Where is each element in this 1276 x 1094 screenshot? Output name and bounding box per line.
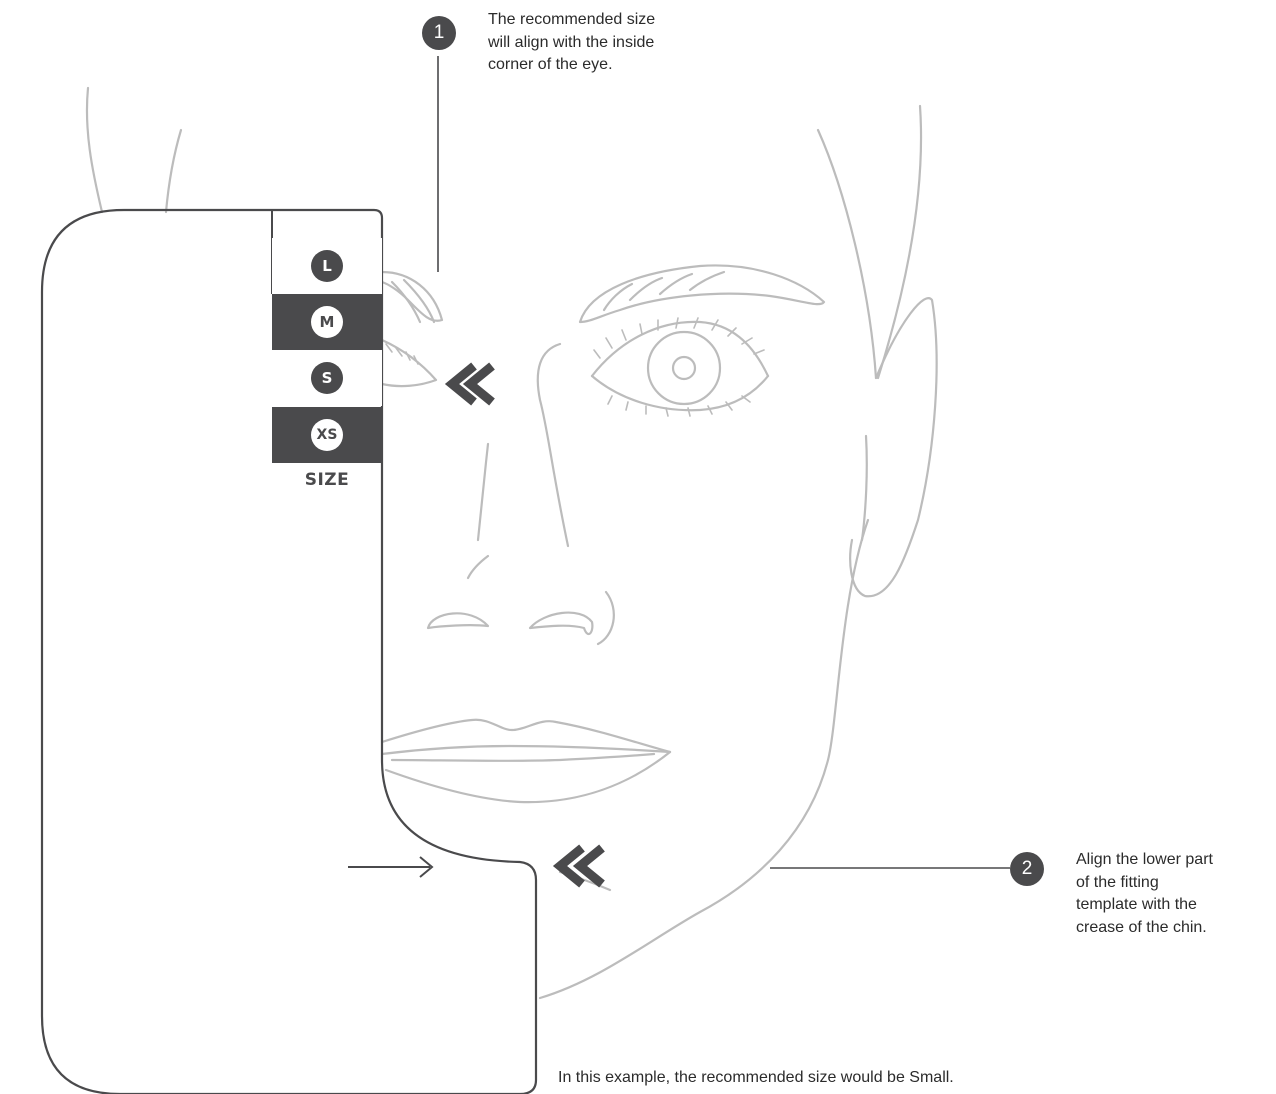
callout-1-badge: 1 [422, 16, 456, 50]
lip-line [382, 746, 670, 754]
brow-left-hair [392, 282, 420, 322]
size-row-s: S [272, 350, 382, 406]
brow-right-hair-2 [630, 278, 662, 300]
hair-strand-left-2 [166, 130, 181, 212]
chevron-double-chin-icon [560, 848, 602, 884]
brow-right-hair-4 [690, 272, 724, 290]
brow-right-hair-3 [660, 274, 692, 294]
eye-right-upper [592, 322, 768, 376]
nostril-left [428, 613, 488, 628]
brow-right-hair-1 [604, 284, 632, 310]
hair-strand-left [87, 88, 102, 212]
ear [850, 298, 936, 596]
nostril-right [530, 613, 592, 634]
nose-bridge-right [538, 344, 568, 546]
nose-bridge-left [478, 444, 488, 540]
size-row-l: L [272, 238, 382, 294]
footer-note: In this example, the recommended size wo… [558, 1069, 954, 1087]
hair-strand-right-2 [878, 106, 921, 378]
lip-detail [392, 754, 654, 761]
callout-2-badge: 2 [1010, 852, 1044, 886]
size-badge-s: S [311, 362, 343, 394]
size-row-xs: XS [272, 407, 382, 463]
nose-tip [468, 556, 488, 578]
size-badge-l: L [311, 250, 343, 282]
chevron-double-eye-icon [452, 366, 492, 402]
eye-right-lower [592, 376, 768, 410]
hair-strand-right [818, 130, 876, 378]
size-badge-m: M [311, 306, 343, 338]
callout-2-text: Align the lower part of the fitting temp… [1076, 849, 1213, 939]
size-caption: SIZE [272, 470, 382, 490]
size-badge-xs: XS [311, 419, 343, 451]
lashes-left [386, 344, 418, 364]
callout-1-text: The recommended size will align with the… [488, 9, 655, 77]
nose-wing [598, 592, 614, 644]
iris-right [648, 332, 720, 404]
brow-left [382, 272, 442, 321]
eye-left-edge [382, 340, 436, 386]
size-row-m: M [272, 294, 382, 350]
pupil-right [673, 357, 695, 379]
